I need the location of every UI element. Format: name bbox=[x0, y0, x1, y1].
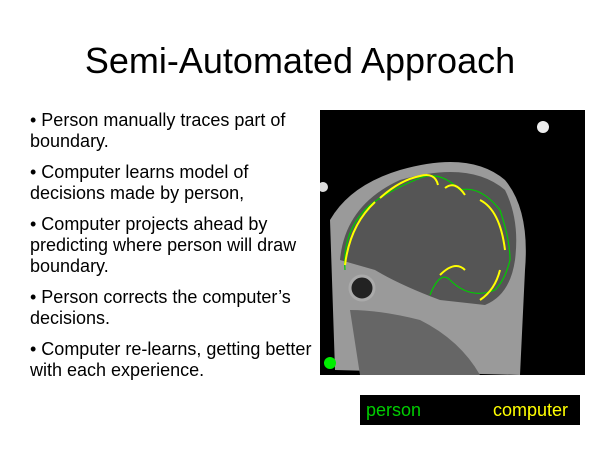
bullet-list: • Person manually traces part of boundar… bbox=[30, 110, 320, 391]
green-dot bbox=[324, 357, 336, 369]
legend-person: person bbox=[366, 400, 422, 420]
person-trace bbox=[344, 175, 511, 296]
neck bbox=[350, 310, 480, 375]
marker-dot bbox=[537, 121, 549, 133]
bullet-item: • Person corrects the computer’s decisio… bbox=[30, 287, 291, 328]
legend: person computer bbox=[360, 395, 580, 425]
eye bbox=[348, 274, 376, 302]
computer-trace bbox=[344, 174, 506, 301]
slide-title: Semi-Automated Approach bbox=[84, 40, 516, 81]
bullet-item: • Person manually traces part of boundar… bbox=[30, 110, 286, 151]
bullet-item: • Computer projects ahead by predicting … bbox=[30, 214, 297, 276]
legend-computer: computer bbox=[492, 400, 568, 420]
mri-scan-image bbox=[318, 110, 585, 375]
marker-dot bbox=[318, 182, 328, 192]
brain bbox=[340, 172, 517, 305]
bullet-item: • Computer learns model of decisions mad… bbox=[30, 162, 249, 203]
mri-brain-illustration bbox=[318, 121, 549, 375]
bullet-item: • Computer re-learns, getting better wit… bbox=[30, 339, 312, 380]
